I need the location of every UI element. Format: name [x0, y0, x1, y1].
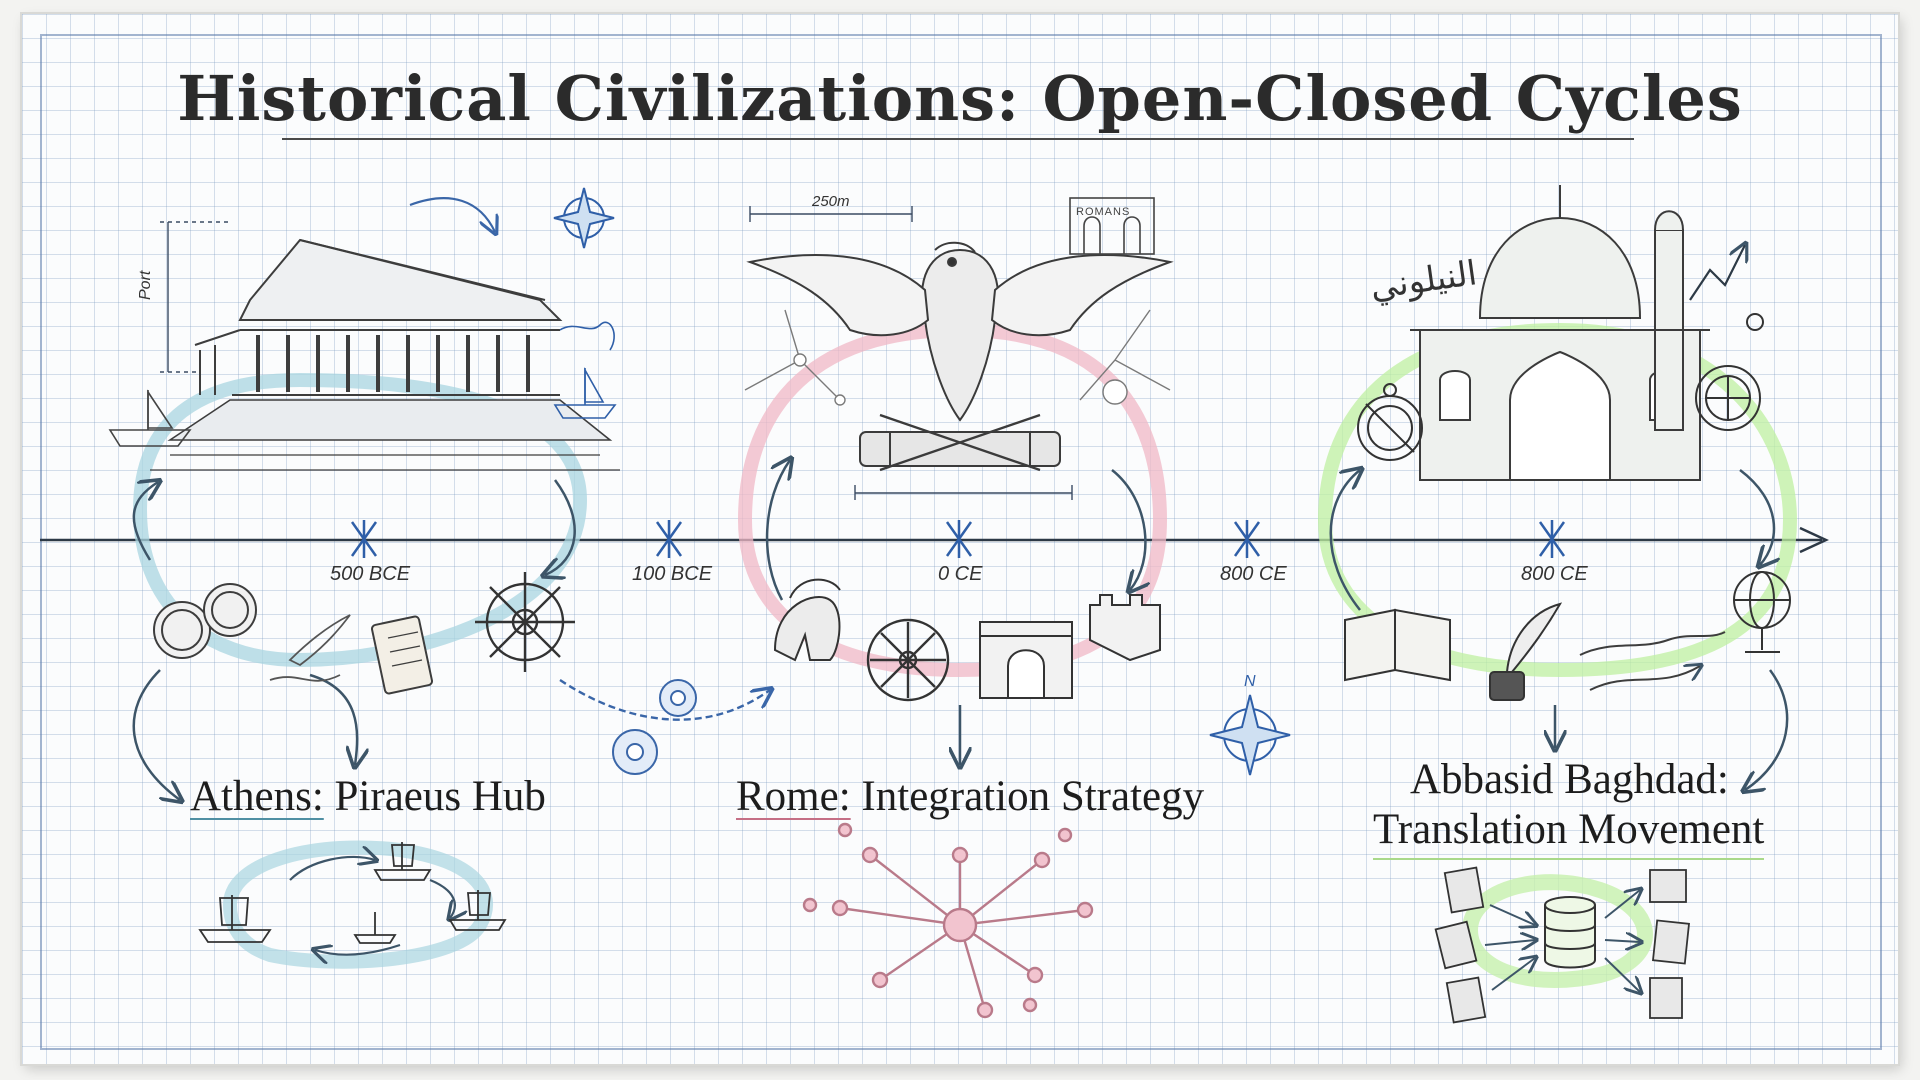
port-dimension-line	[160, 221, 230, 373]
ship-wheel-icon	[475, 572, 575, 672]
athens-label-rest: Piraeus Hub	[323, 773, 546, 820]
ship-icon-left	[108, 389, 192, 447]
baghdad-label-line1: Abbasid Baghdad:	[1410, 756, 1729, 803]
mosque-illustration	[1410, 185, 1710, 481]
baghdad-dataflow-glow	[1461, 874, 1653, 988]
timeline-marker-4	[1233, 520, 1261, 558]
dataflow-arrows	[1484, 890, 1640, 992]
book-stack-icons-left	[1434, 866, 1487, 1024]
rome-cycle-arrow-right	[1111, 469, 1145, 590]
baghdad-label-line2: Translation Movement	[1373, 805, 1765, 860]
roman-eagle-illustration	[746, 241, 1174, 472]
athens-top-arrow	[409, 197, 495, 232]
timeline-marker-3	[945, 520, 973, 558]
road-network-left	[744, 309, 846, 406]
compass-north-label: N	[1244, 673, 1256, 690]
rome-label-name: Rome:	[736, 773, 851, 820]
baghdad-cycle-arrow-right	[1739, 469, 1774, 565]
athens-cycle-arrow-left	[132, 482, 158, 561]
athens-label-name: Athens:	[190, 773, 324, 820]
date-label-2: 100 BCE	[632, 563, 713, 585]
port-label: Port	[137, 270, 154, 300]
rome-compass-icon	[1209, 694, 1291, 776]
globe-icon	[1733, 571, 1791, 653]
date-label-5: 800 CE	[1521, 563, 1588, 585]
athens-cycle-loop	[132, 372, 588, 668]
dimension-label: 250m	[811, 193, 850, 210]
timeline-marker-5	[1538, 520, 1566, 558]
ship-icon-right	[553, 366, 617, 419]
date-label-1: 500 BCE	[330, 563, 411, 585]
coin-icons	[153, 583, 257, 659]
trireme-icons	[198, 842, 507, 944]
athens-compass-icon	[553, 187, 615, 249]
astrolabe-icon-left	[1357, 383, 1423, 461]
triumphal-arch-icon	[979, 621, 1073, 699]
fortress-icon	[1089, 594, 1161, 662]
translation-flow-ribbon	[1579, 631, 1726, 691]
athens-down-arrow-left	[132, 669, 180, 800]
athens-to-rome-arrow	[559, 679, 770, 721]
astrolabe-icon-right	[1695, 313, 1764, 431]
parthenon-illustration	[150, 238, 620, 471]
rome-hub-network	[802, 822, 1094, 1019]
road-network-right	[1079, 309, 1171, 405]
map-coastline-sketch	[559, 321, 615, 351]
rome-dimension-line	[749, 206, 1073, 500]
timeline-markers	[350, 520, 1566, 558]
rome-cycle-loop	[737, 322, 1168, 678]
page-title: Historical Civilizations: Open-Closed Cy…	[177, 62, 1743, 135]
gear-icons	[612, 679, 697, 775]
rome-cycle-arrow-left	[765, 460, 790, 601]
arabic-calligraphy: النيلوني	[1368, 253, 1479, 307]
baghdad-cycle-arrow-left	[1329, 470, 1360, 611]
timeline-marker-2	[655, 520, 683, 558]
date-label-4: 800 CE	[1220, 563, 1287, 585]
arch-sign-text: ROMANS	[1076, 206, 1130, 218]
athens-ships-cycle-glow	[222, 840, 493, 969]
roman-arch-sketch	[1069, 197, 1155, 255]
roman-helmet-icon	[773, 578, 841, 662]
athens-label: Athens: Piraeus Hub	[190, 772, 546, 821]
rome-label-rest: Integration Strategy	[850, 773, 1205, 820]
date-label-3: 0 CE	[938, 563, 983, 585]
baghdad-down-arrow-right	[1745, 669, 1789, 790]
title-underline	[282, 138, 1634, 140]
book-stack-icons-right	[1649, 869, 1690, 1019]
growth-trend-arrow	[1689, 245, 1745, 301]
chariot-wheel-icon	[866, 618, 950, 702]
timeline-marker-1	[350, 520, 378, 558]
rome-label: Rome: Integration Strategy	[736, 772, 1204, 821]
scroll-icon	[370, 615, 434, 695]
athens-down-arrow-mid	[309, 673, 357, 765]
database-icon	[1544, 896, 1596, 969]
timeline-arrowhead	[1799, 526, 1829, 554]
athens-cycle-arrow-right	[545, 479, 576, 575]
inkwell-quill-icon	[1489, 602, 1563, 701]
open-book-icon	[1344, 608, 1451, 682]
athens-ships-cycle-arrows	[289, 857, 455, 955]
quill-icon	[269, 614, 351, 682]
